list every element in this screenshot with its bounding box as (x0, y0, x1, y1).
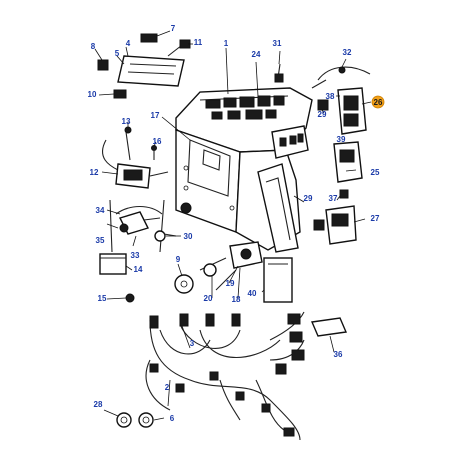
callout-2: 2 (165, 383, 170, 392)
callout-36: 36 (334, 350, 343, 359)
left-mid-parts (101, 126, 169, 189)
cover-plate (310, 317, 348, 337)
callout-40: 40 (248, 289, 257, 298)
callout-32: 32 (343, 48, 352, 57)
callout-8: 8 (91, 42, 96, 51)
callout-10: 10 (88, 90, 97, 99)
callout-26: 26 (374, 98, 383, 107)
callout-19: 19 (226, 279, 235, 288)
callout-labels: 1 2 3 4 5 6 7 8 9 10 11 12 13 14 15 16 1… (88, 24, 385, 423)
callout-4: 4 (126, 39, 131, 48)
upper-right-parts (311, 66, 371, 245)
wiring-harness (145, 311, 305, 441)
highlight-marker (371, 95, 385, 109)
callout-29-top: 29 (318, 110, 327, 119)
callout-18: 18 (232, 295, 241, 304)
callout-9: 9 (176, 255, 181, 264)
callout-38: 38 (326, 92, 335, 101)
callout-12: 12 (90, 168, 99, 177)
callout-28: 28 (94, 400, 103, 409)
callout-34: 34 (96, 206, 105, 215)
grommets (116, 412, 154, 428)
callout-24: 24 (252, 50, 261, 59)
callout-16: 16 (153, 137, 162, 146)
callout-6: 6 (170, 414, 175, 423)
upper-left-parts (97, 33, 284, 99)
callout-1: 1 (224, 39, 229, 48)
callout-37: 37 (329, 194, 338, 203)
callout-14: 14 (134, 265, 143, 274)
callout-11: 11 (194, 38, 203, 47)
callout-31: 31 (273, 39, 282, 48)
callout-35: 35 (96, 236, 105, 245)
leader-lines (94, 30, 372, 421)
callout-5: 5 (115, 49, 120, 58)
callout-20: 20 (204, 294, 213, 303)
side-panel (257, 163, 299, 253)
ignition-parts (174, 241, 293, 303)
callout-7: 7 (171, 24, 176, 33)
callout-29-side: 29 (304, 194, 313, 203)
callout-27: 27 (371, 214, 380, 223)
callout-30: 30 (184, 232, 193, 241)
callout-15: 15 (98, 294, 107, 303)
callout-39: 39 (337, 135, 346, 144)
lower-left-parts (99, 199, 192, 303)
callout-17: 17 (151, 111, 160, 120)
callout-25: 25 (371, 168, 380, 177)
callout-13: 13 (122, 117, 131, 126)
callout-3: 3 (190, 339, 195, 348)
callout-33: 33 (131, 251, 140, 260)
